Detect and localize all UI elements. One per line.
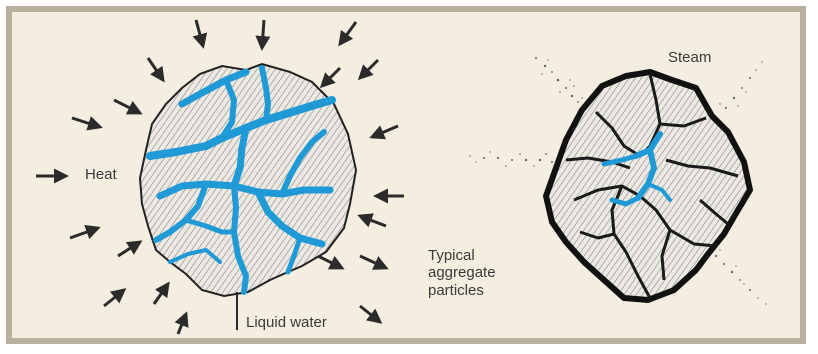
arrow-icon [372, 126, 398, 137]
arrow-icon [70, 228, 98, 238]
arrow-icon [154, 284, 168, 304]
arrow-icon [322, 68, 340, 86]
steam-label: Steam [668, 49, 711, 66]
arrow-icon [340, 22, 356, 44]
arrow-icon [104, 290, 124, 306]
typical-aggregate-particles-label: Typical aggregate particles [428, 247, 538, 299]
aggregate-label-line-3: particles [428, 282, 538, 299]
arrow-icon [196, 20, 203, 46]
arrow-icon [360, 216, 386, 226]
aggregate-label-line-2: aggregate [428, 264, 538, 281]
aggregate-particle-wet [140, 64, 356, 296]
aggregate-label-line-1: Typical [428, 247, 538, 264]
arrow-icon [318, 256, 342, 268]
arrow-icon [262, 20, 264, 48]
arrow-icon [118, 242, 140, 256]
arrow-icon [360, 256, 386, 268]
arrow-icon [178, 314, 186, 334]
aggregate-particle-steam [546, 72, 750, 300]
arrow-icon [148, 58, 163, 80]
arrow-icon [72, 118, 100, 127]
heat-label: Heat [85, 166, 117, 183]
arrow-icon [360, 60, 378, 78]
arrow-icon [360, 306, 380, 322]
arrow-icon [114, 100, 140, 113]
liquid-water-label: Liquid water [246, 314, 327, 331]
